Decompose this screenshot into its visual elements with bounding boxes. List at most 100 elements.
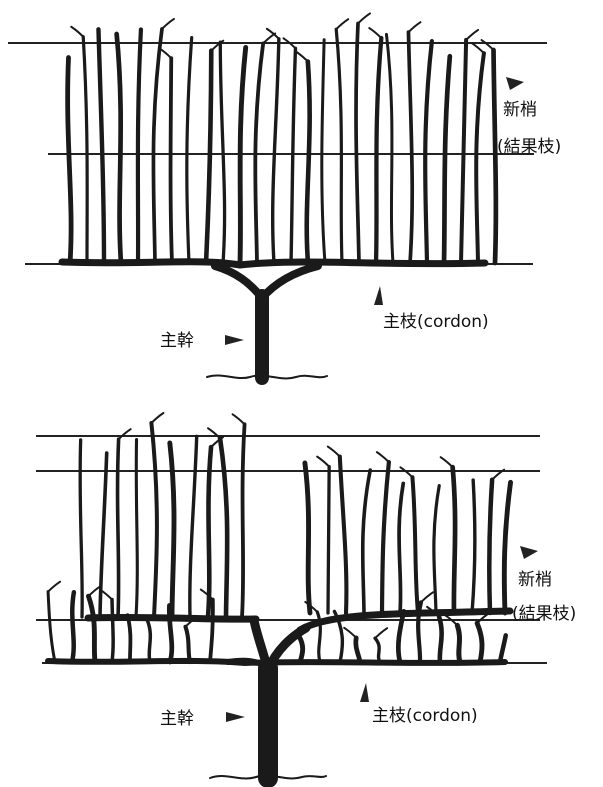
shoot	[356, 638, 360, 662]
shoot	[220, 42, 224, 263]
tendril	[151, 413, 163, 423]
arrow-to-cordon	[374, 286, 383, 305]
tendril	[369, 28, 381, 38]
tendril	[328, 447, 340, 457]
shoot	[494, 50, 496, 263]
shoot	[136, 440, 137, 617]
shoot	[72, 592, 74, 662]
tendril	[162, 19, 174, 29]
tendril	[296, 51, 308, 61]
shoot-sub-label: (結果枝)	[512, 604, 576, 624]
shoot	[98, 29, 104, 263]
shoot	[307, 61, 310, 263]
shoot	[170, 443, 174, 617]
shoot	[80, 440, 82, 617]
tendril	[408, 22, 420, 32]
shoot	[434, 486, 439, 613]
trunk-fork-left	[215, 266, 262, 298]
arrow-to-cordon	[360, 683, 369, 702]
shoot	[340, 457, 347, 613]
shoot	[240, 47, 246, 263]
shoot	[439, 617, 442, 662]
lower-fork-left	[228, 661, 262, 664]
shoot	[500, 635, 506, 662]
tendril	[159, 48, 171, 58]
shoot	[336, 29, 342, 263]
shoot	[412, 477, 418, 613]
shoot	[83, 37, 87, 263]
cordon-label: 主枝(cordon)	[383, 312, 489, 332]
shoots-group	[48, 413, 510, 662]
figure-single-cordon: 新梢 (結果枝) 主枝(cordon) 主幹	[8, 13, 561, 378]
shoot	[88, 596, 95, 662]
tendril	[466, 30, 478, 40]
shoot	[376, 38, 381, 263]
shoot	[291, 48, 295, 263]
tendril	[377, 452, 389, 462]
shoot	[477, 623, 482, 662]
shoot	[118, 439, 119, 617]
tendril	[233, 414, 245, 424]
shoot	[242, 424, 245, 617]
shoot	[363, 470, 371, 613]
shoot	[169, 605, 172, 662]
tendril	[400, 467, 412, 477]
cordon-label: 主枝(cordon)	[372, 706, 478, 726]
shoot	[186, 627, 190, 662]
trunk-fork-right	[262, 266, 318, 298]
trunk-label: 主幹	[160, 330, 194, 351]
shoot	[398, 611, 403, 662]
shoot	[453, 467, 455, 613]
shoot	[48, 592, 55, 662]
cordon	[62, 262, 485, 265]
shoot	[328, 467, 329, 613]
upper-cordon-left	[88, 617, 256, 619]
shoot	[375, 638, 380, 662]
arrow-to-trunk	[226, 712, 245, 722]
shoot	[504, 482, 510, 613]
shoot	[153, 29, 162, 263]
tendril	[71, 27, 83, 37]
shoot	[147, 619, 150, 662]
tendril	[375, 628, 387, 638]
shoot	[138, 29, 141, 263]
shoot	[399, 483, 403, 613]
shoot	[220, 438, 227, 617]
shoot	[408, 32, 412, 263]
shoot	[187, 38, 192, 263]
arrow-to-shoot	[506, 77, 524, 90]
tendril	[317, 457, 329, 467]
shoot-label: 新梢	[518, 570, 552, 590]
shoot	[68, 58, 71, 263]
tendril	[358, 13, 370, 23]
shoot	[322, 40, 325, 263]
shoot	[356, 23, 359, 263]
tendril	[482, 40, 494, 50]
shoot	[171, 58, 172, 263]
tendril	[421, 592, 433, 602]
shoots-group	[68, 13, 496, 263]
shoot	[461, 40, 466, 263]
tendril	[88, 586, 100, 596]
shoot	[444, 56, 450, 263]
tendril	[472, 43, 484, 53]
tendril	[48, 582, 60, 592]
shoot	[472, 480, 475, 613]
arrow-to-trunk	[225, 335, 244, 345]
tendril	[441, 457, 453, 467]
shoot	[425, 41, 432, 263]
trunk-label: 主幹	[160, 708, 194, 729]
tendril	[336, 19, 348, 29]
shoot	[151, 423, 157, 617]
shoot-label: 新梢	[503, 100, 537, 120]
arrow-to-shoot	[520, 546, 538, 559]
tendril	[119, 429, 131, 439]
shoot-sub-label: (結果枝)	[497, 137, 561, 157]
shoot	[128, 615, 131, 662]
shoot	[457, 625, 460, 662]
shoot	[190, 436, 197, 617]
tendril	[344, 628, 356, 638]
shoot	[305, 463, 310, 613]
shoot	[382, 462, 389, 613]
figure-double-cordon: 新梢 (結果枝) 主枝(cordon) 主幹	[36, 413, 576, 778]
